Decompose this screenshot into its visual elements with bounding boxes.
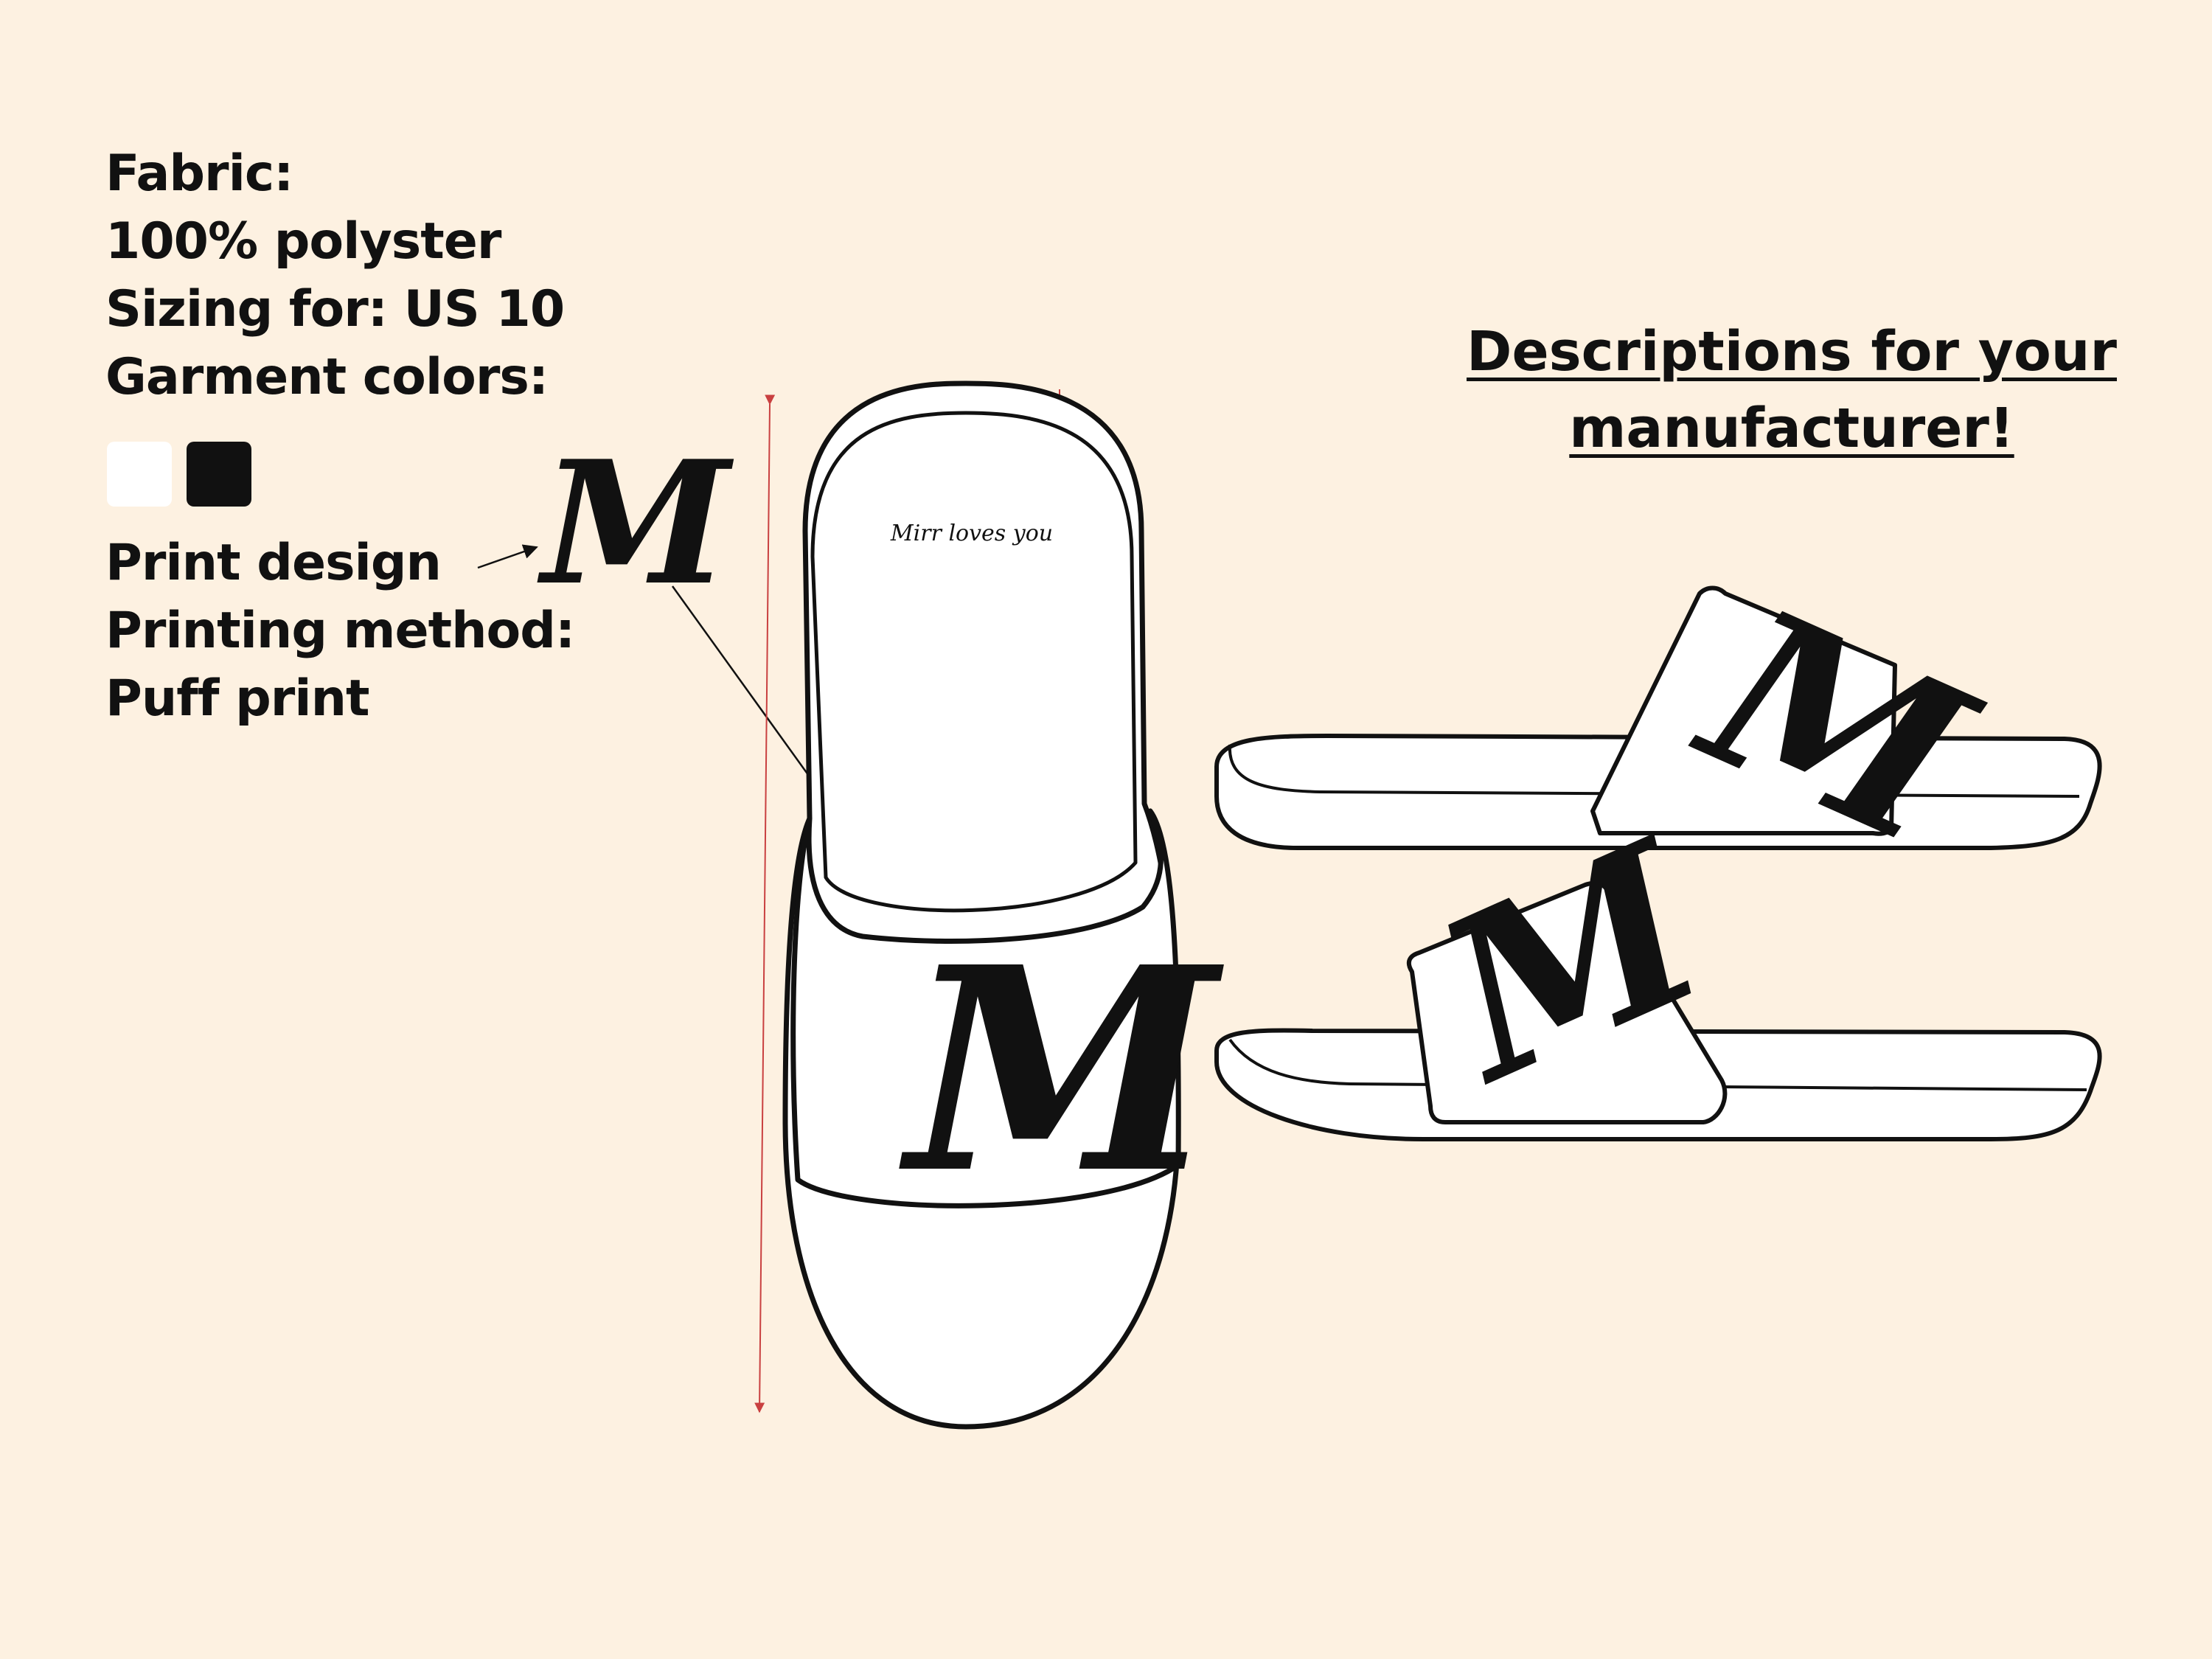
color-swatch-white <box>107 442 172 507</box>
heading-line-1: Descriptions for your <box>1467 320 2117 383</box>
sizing-text: Sizing for: US 10 <box>105 280 565 338</box>
slide-top-view: M Mirr loves you <box>782 380 1226 1430</box>
spec-sheet: Fabric: 100% polyster Sizing for: US 10 … <box>105 140 565 411</box>
fabric-value: 100% polyster <box>105 212 501 271</box>
manufacturer-heading: Descriptions for your manufacturer! <box>1401 313 2183 467</box>
print-design-arrow <box>477 544 538 569</box>
strap-logo: M <box>898 905 1226 1235</box>
print-design-logo: M <box>537 424 734 623</box>
garment-color-swatches <box>107 442 251 507</box>
print-design-label: Print design <box>105 534 442 592</box>
slide-side-view-right: M <box>1214 555 2102 899</box>
logo-letter: M <box>537 424 734 623</box>
printing-method-label: Printing method: <box>105 602 575 660</box>
length-measure-line <box>754 394 776 1413</box>
print-spec: Print design Printing method: Puff print <box>105 529 575 733</box>
garment-colors-label: Garment colors: <box>105 348 549 406</box>
color-swatch-black <box>187 442 251 507</box>
footbed-text: Mirr loves you <box>890 521 1053 546</box>
printing-method-value: Puff print <box>105 669 370 728</box>
heading-line-2: manufacturer! <box>1569 397 2014 460</box>
fabric-label: Fabric: <box>105 145 293 203</box>
